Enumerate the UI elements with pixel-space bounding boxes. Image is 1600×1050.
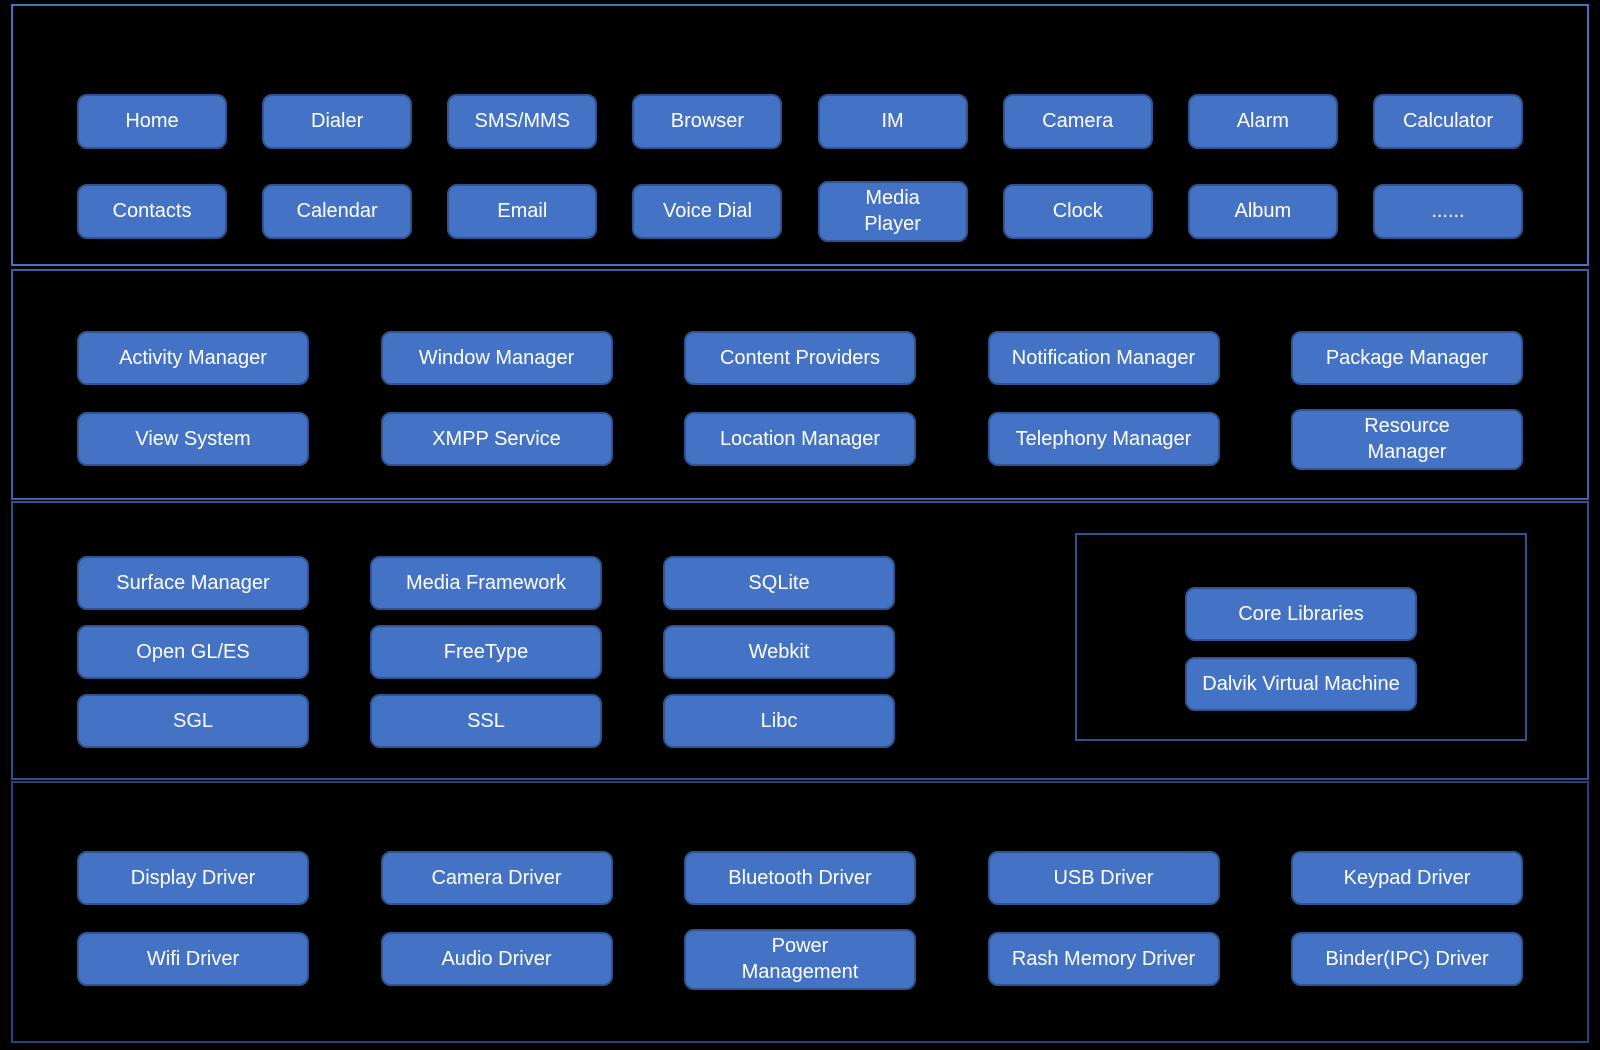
applications-row-1: Home Dialer SMS/MMS Browser IM Camera Alarm Cal… bbox=[13, 94, 1587, 149]
node-sgl: SGL bbox=[77, 694, 309, 748]
node-libc: Libc bbox=[663, 694, 895, 748]
node-audio-driver: Audio Driver bbox=[380, 932, 613, 987]
libraries-row-1: Surface Manager Media Framework SQLite bbox=[77, 556, 895, 610]
libraries-layer: Surface Manager Media Framework SQLite Ope… bbox=[11, 501, 1589, 780]
node-calendar: Calendar bbox=[262, 183, 413, 239]
linux-kernel-layer: Display Driver Camera Driver Bluetooth Dri… bbox=[11, 781, 1589, 1043]
node-media-framework: Media Framework bbox=[370, 556, 602, 610]
node-dalvik-virtual-machine: Dalvik Virtual Machine bbox=[1185, 657, 1417, 711]
node-album: Album bbox=[1187, 183, 1338, 239]
node-ssl: SSL bbox=[370, 694, 602, 748]
applications-row-2: Contacts Calendar Email Voice Dial Media Pla… bbox=[13, 181, 1587, 242]
node-window-manager: Window Manager bbox=[380, 331, 613, 385]
node-display-driver: Display Driver bbox=[77, 851, 309, 905]
node-browser: Browser bbox=[632, 94, 783, 149]
kernel-row-1: Display Driver Camera Driver Bluetooth Dri… bbox=[13, 851, 1587, 905]
node-wifi-driver: Wifi Driver bbox=[77, 932, 309, 987]
libraries-row-2: Open GL/ES FreeType Webkit bbox=[77, 625, 895, 679]
node-dialer: Dialer bbox=[262, 94, 413, 149]
node-camera: Camera bbox=[1002, 94, 1153, 149]
node-clock: Clock bbox=[1002, 183, 1153, 239]
node-camera-driver: Camera Driver bbox=[380, 851, 613, 905]
node-ellipsis: ...... bbox=[1372, 183, 1523, 239]
node-rash-memory-driver: Rash Memory Driver bbox=[987, 932, 1220, 987]
node-location-manager: Location Manager bbox=[684, 412, 916, 467]
node-sqlite: SQLite bbox=[663, 556, 895, 610]
libraries-grid: Surface Manager Media Framework SQLite Ope… bbox=[77, 556, 895, 748]
node-email: Email bbox=[447, 183, 598, 239]
node-sms-mms: SMS/MMS bbox=[447, 94, 598, 149]
node-voice-dial: Voice Dial bbox=[632, 183, 783, 239]
node-surface-manager: Surface Manager bbox=[77, 556, 309, 610]
node-usb-driver: USB Driver bbox=[987, 851, 1220, 905]
node-home: Home bbox=[77, 94, 227, 149]
node-notification-manager: Notification Manager bbox=[987, 331, 1220, 385]
node-activity-manager: Activity Manager bbox=[77, 331, 309, 385]
node-contacts: Contacts bbox=[77, 183, 227, 239]
node-package-manager: Package Manager bbox=[1291, 331, 1523, 385]
node-xmpp-service: XMPP Service bbox=[380, 412, 613, 467]
node-webkit: Webkit bbox=[663, 625, 895, 679]
framework-row-2: View System XMPP Service Location Manager T… bbox=[13, 409, 1587, 470]
node-power-management: Power Management bbox=[684, 929, 916, 990]
node-freetype: FreeType bbox=[370, 625, 602, 679]
node-core-libraries: Core Libraries bbox=[1185, 587, 1417, 641]
node-bluetooth-driver: Bluetooth Driver bbox=[684, 851, 916, 905]
node-view-system: View System bbox=[77, 412, 309, 467]
node-keypad-driver: Keypad Driver bbox=[1291, 851, 1523, 905]
application-framework-layer: Activity Manager Window Manager Content Pr… bbox=[11, 269, 1589, 500]
node-resource-manager: Resource Manager bbox=[1291, 409, 1523, 470]
node-binder-ipc-driver: Binder(IPC) Driver bbox=[1291, 932, 1523, 987]
libraries-row-3: SGL SSL Libc bbox=[77, 694, 895, 748]
framework-row-1: Activity Manager Window Manager Content Pr… bbox=[13, 331, 1587, 385]
kernel-row-2: Wifi Driver Audio Driver Power Management R… bbox=[13, 929, 1587, 990]
node-telephony-manager: Telephony Manager bbox=[987, 412, 1220, 467]
node-content-providers: Content Providers bbox=[684, 331, 916, 385]
node-media-player: Media Player bbox=[817, 181, 968, 242]
node-alarm: Alarm bbox=[1187, 94, 1338, 149]
node-open-gl-es: Open GL/ES bbox=[77, 625, 309, 679]
node-calculator: Calculator bbox=[1372, 94, 1523, 149]
node-im: IM bbox=[817, 94, 968, 149]
